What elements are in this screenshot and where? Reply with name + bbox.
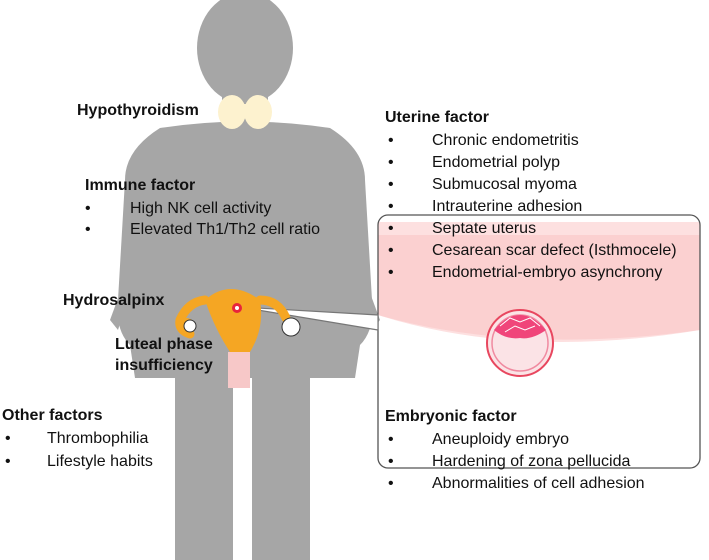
hydrosalpinx-label: Hydrosalpinx xyxy=(63,292,165,309)
thyroid-gland xyxy=(218,95,272,129)
bullet: • xyxy=(388,198,394,215)
bullet: • xyxy=(388,431,394,448)
immune-item-text: High NK cell activity xyxy=(130,200,272,217)
inset-endometrium xyxy=(377,214,701,469)
embryo-blastocyst xyxy=(486,309,554,377)
embryonic-item-text: Hardening of zona pellucida xyxy=(432,453,631,470)
immune-item-text: Elevated Th1/Th2 cell ratio xyxy=(130,221,321,238)
bullet: • xyxy=(388,154,394,171)
uterine-factor-title: Uterine factor xyxy=(385,109,490,126)
bullet: • xyxy=(388,132,394,149)
immune-factor-title: Immune factor xyxy=(85,177,196,194)
bullet: • xyxy=(5,430,11,447)
zoom-lines xyxy=(239,306,379,331)
luteal-phase-label-line1: Luteal phase xyxy=(115,336,213,353)
bullet: • xyxy=(388,242,394,259)
uterine-item-text: Chronic endometritis xyxy=(432,132,579,149)
uterine-item-text: Cesarean scar defect (Isthmocele) xyxy=(432,242,677,259)
bullet: • xyxy=(388,220,394,237)
human-silhouette xyxy=(110,0,380,560)
embryonic-factor-title: Embryonic factor xyxy=(385,408,517,425)
hypothyroidism-label: Hypothyroidism xyxy=(77,102,199,119)
bullet: • xyxy=(388,475,394,492)
bullet: • xyxy=(85,221,91,238)
uterine-item-text: Submucosal myoma xyxy=(432,176,577,193)
luteal-phase-label-line2: insufficiency xyxy=(115,357,213,374)
embryonic-item-text: Aneuploidy embryo xyxy=(432,431,569,448)
other-factors-title: Other factors xyxy=(2,407,103,424)
uterine-item-text: Septate uterus xyxy=(432,220,537,237)
other-item-text: Thrombophilia xyxy=(47,430,149,447)
uterine-item-text: Intrauterine adhesion xyxy=(432,198,583,215)
uterus xyxy=(175,289,301,388)
uterine-item-text: Endometrial polyp xyxy=(432,154,561,171)
bullet: • xyxy=(388,176,394,193)
other-item-text: Lifestyle habits xyxy=(47,453,153,470)
bullet: • xyxy=(388,264,394,281)
bullet: • xyxy=(85,200,91,217)
embryonic-item-text: Abnormalities of cell adhesion xyxy=(432,475,645,492)
bullet: • xyxy=(388,453,394,470)
uterine-item-text: Endometrial-embryo asynchrony xyxy=(432,264,663,281)
bullet: • xyxy=(5,453,11,470)
